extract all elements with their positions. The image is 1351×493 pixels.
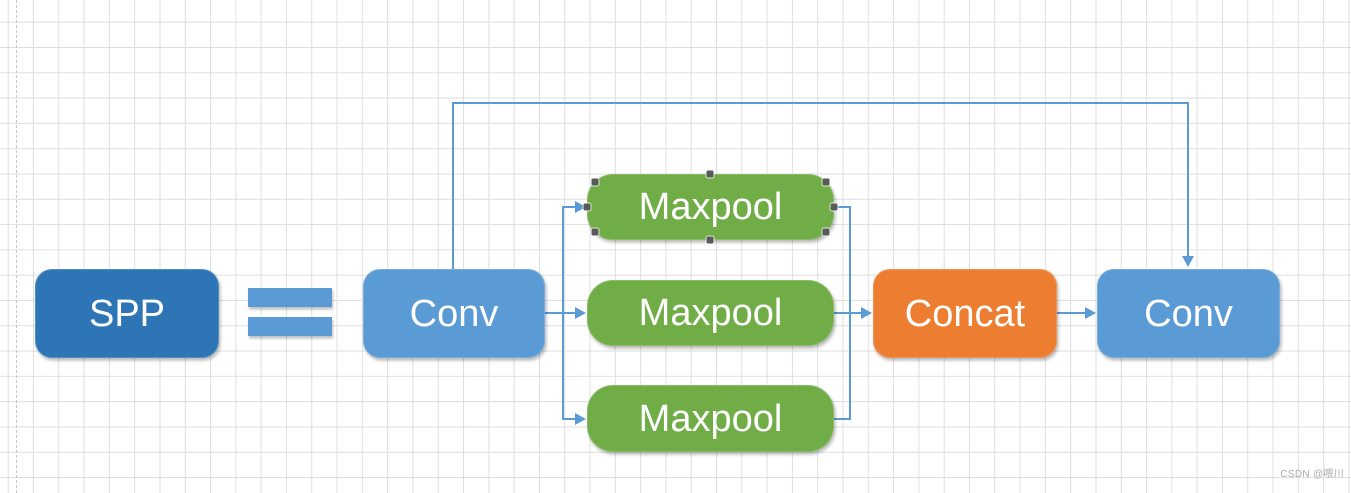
edge-maxpool-middle-to-concat[interactable] bbox=[834, 307, 872, 319]
selection-handle-top-right[interactable] bbox=[822, 178, 830, 186]
edge-concat-to-conv[interactable] bbox=[1057, 307, 1096, 319]
selection-handle-middle-left[interactable] bbox=[583, 203, 591, 211]
equals-bar-top bbox=[248, 288, 332, 307]
node-maxpool-bottom[interactable]: Maxpool bbox=[587, 385, 834, 452]
selection-handle-bottom-center[interactable] bbox=[706, 236, 714, 244]
equals-operator[interactable] bbox=[248, 288, 332, 337]
selection-handle-bottom-left[interactable] bbox=[591, 228, 599, 236]
edge-conv-to-maxpool-middle[interactable] bbox=[545, 307, 586, 319]
node-spp[interactable]: SPP bbox=[35, 269, 219, 358]
node-spp-label: SPP bbox=[88, 292, 166, 335]
node-maxpool-middle-label: Maxpool bbox=[638, 292, 783, 334]
selection-handle-top-center[interactable] bbox=[706, 170, 714, 178]
edge-conv-to-maxpool-top[interactable] bbox=[562, 201, 586, 312]
node-conv-right-label: Conv bbox=[1144, 292, 1233, 335]
selection-handle-bottom-right[interactable] bbox=[822, 228, 830, 236]
node-concat[interactable]: Concat bbox=[873, 269, 1057, 358]
edge-maxpool-top-to-concat[interactable] bbox=[834, 206, 851, 313]
page-boundary-line bbox=[16, 0, 17, 493]
node-conv-right[interactable]: Conv bbox=[1097, 269, 1280, 358]
csdn-watermark: CSDN @喂川 bbox=[1280, 469, 1344, 480]
equals-bar-bottom bbox=[248, 317, 332, 336]
node-maxpool-top-label: Maxpool bbox=[638, 186, 783, 228]
node-maxpool-middle[interactable]: Maxpool bbox=[587, 280, 834, 346]
node-maxpool-top[interactable]: Maxpool bbox=[583, 170, 838, 244]
selection-handle-top-left[interactable] bbox=[591, 178, 599, 186]
node-conv-left[interactable]: Conv bbox=[363, 269, 545, 358]
edge-skip-connection[interactable] bbox=[452, 102, 1194, 270]
node-concat-label: Concat bbox=[904, 292, 1026, 335]
node-conv-left-label: Conv bbox=[409, 292, 499, 335]
edge-conv-to-maxpool-bottom[interactable] bbox=[562, 314, 586, 425]
node-maxpool-bottom-label: Maxpool bbox=[638, 397, 783, 440]
selection-handle-middle-right[interactable] bbox=[830, 203, 838, 211]
edge-maxpool-bottom-to-concat[interactable] bbox=[834, 313, 851, 420]
